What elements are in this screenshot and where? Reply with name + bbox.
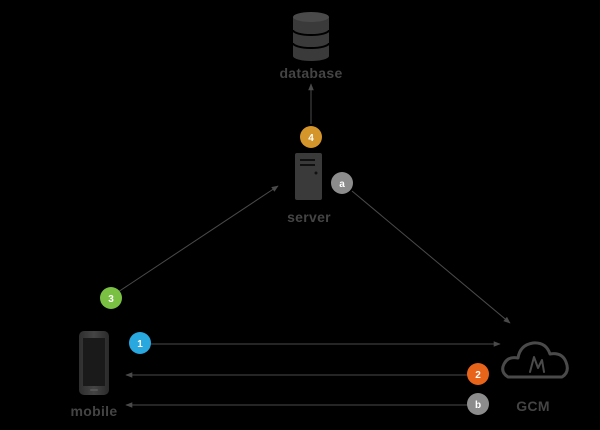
step-badge-3: 3 bbox=[100, 287, 122, 309]
database-icon bbox=[292, 12, 330, 61]
step-badge-1: 1 bbox=[129, 332, 151, 354]
step-badge-4-text: 4 bbox=[308, 133, 314, 144]
step-badge-b-text: b bbox=[475, 400, 481, 411]
step-badge-4: 4 bbox=[300, 126, 322, 148]
step-badge-3-text: 3 bbox=[108, 294, 114, 305]
database-label: database bbox=[279, 65, 342, 81]
step-badge-a: a bbox=[331, 172, 353, 194]
arrow-server-to-gcm bbox=[351, 190, 511, 324]
step-badge-2-text: 2 bbox=[475, 370, 481, 381]
step-badge-2: 2 bbox=[467, 363, 489, 385]
step-badge-3-circle bbox=[100, 287, 122, 309]
step-badge-1-circle bbox=[129, 332, 151, 354]
step-badge-4-circle bbox=[300, 126, 322, 148]
server-tower-icon bbox=[295, 153, 322, 200]
smartphone-icon bbox=[79, 331, 109, 395]
step-badge-2-circle bbox=[467, 363, 489, 385]
step-badge-1-text: 1 bbox=[137, 339, 143, 350]
mobile-label: mobile bbox=[71, 403, 118, 419]
server-label: server bbox=[287, 209, 331, 225]
step-badge-a-text: a bbox=[339, 179, 345, 190]
step-badge-b-circle bbox=[467, 393, 489, 415]
step-badge-a-circle bbox=[331, 172, 353, 194]
arrow-mobile-to-server bbox=[117, 185, 279, 293]
cloud-icon bbox=[501, 341, 569, 379]
gcm-label: GCM bbox=[516, 398, 550, 414]
step-badge-b: b bbox=[467, 393, 489, 415]
